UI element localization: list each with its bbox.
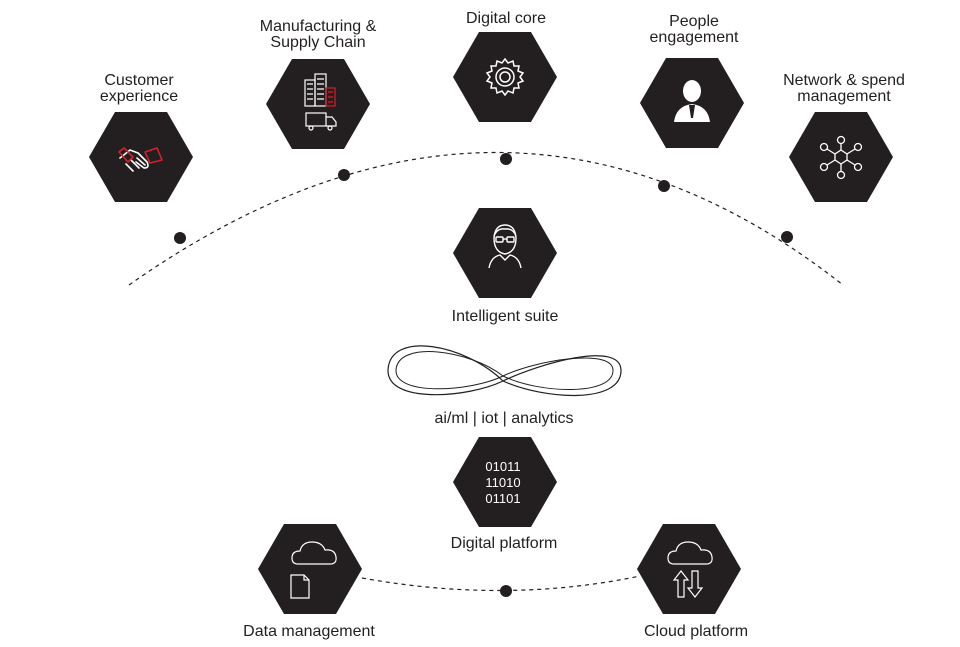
cloud-upload-download-icon xyxy=(667,541,713,598)
label-technologies: ai/ml | iot | analytics xyxy=(434,410,574,427)
network-icon xyxy=(819,135,863,180)
hexagon-network-spend xyxy=(789,112,893,202)
hexagons xyxy=(89,32,893,614)
binary-line: 11010 xyxy=(485,475,521,490)
label-customer-experience: Customer experience xyxy=(100,73,178,105)
gear-icon xyxy=(485,57,525,97)
hexagon-manufacturing xyxy=(266,59,370,149)
top-dashed-arc xyxy=(128,152,844,286)
hexagon-digital-core xyxy=(453,32,557,122)
label-line: Network & spend xyxy=(783,72,905,89)
label-digital-core: Digital core xyxy=(466,11,546,27)
label-line: experience xyxy=(99,88,179,105)
binary-line: 01101 xyxy=(485,491,521,506)
label-network-spend-management: Network & spend management xyxy=(783,73,905,105)
label-manufacturing-supply-chain: Manufacturing & Supply Chain xyxy=(260,19,377,51)
hexagon-cloud-platform xyxy=(637,524,741,614)
label-line: engagement xyxy=(649,29,739,46)
hexagon-intelligent-suite xyxy=(453,208,557,298)
label-people-engagement: People engagement xyxy=(650,14,739,46)
infinity-loop-icon xyxy=(387,345,622,397)
arc-dot xyxy=(174,232,186,244)
hexagon-people-engagement xyxy=(640,58,744,148)
factory-truck-icon xyxy=(304,73,337,131)
label-line: People xyxy=(669,13,719,30)
arc-dot xyxy=(658,180,670,192)
label-cloud-platform: Cloud platform xyxy=(643,623,749,640)
label-line: Manufacturing & xyxy=(259,18,377,35)
arc-dot xyxy=(500,585,512,597)
label-intelligent-suite: Intelligent suite xyxy=(451,308,559,325)
infinity-loop-inner xyxy=(395,351,614,390)
person-with-glasses-icon xyxy=(488,224,522,269)
person-icon xyxy=(674,80,710,122)
arc-dot xyxy=(500,153,512,165)
hexagon-data-management xyxy=(258,524,362,614)
handshake-icon xyxy=(118,147,163,172)
hexagon-digital-platform xyxy=(453,437,557,527)
label-line: Digital core xyxy=(465,10,547,27)
arc-dot xyxy=(338,169,350,181)
cloud-document-icon xyxy=(290,541,337,599)
binary-code-icon: 01011 11010 01101 xyxy=(485,459,520,507)
label-data-management: Data management xyxy=(243,623,375,640)
label-line: Customer xyxy=(104,72,174,89)
binary-line: 01011 xyxy=(485,459,521,474)
label-line: management xyxy=(797,88,891,105)
label-line: Supply Chain xyxy=(270,34,366,51)
arc-dot xyxy=(781,231,793,243)
label-digital-platform: Digital platform xyxy=(450,535,558,552)
arc-dots xyxy=(174,153,793,597)
